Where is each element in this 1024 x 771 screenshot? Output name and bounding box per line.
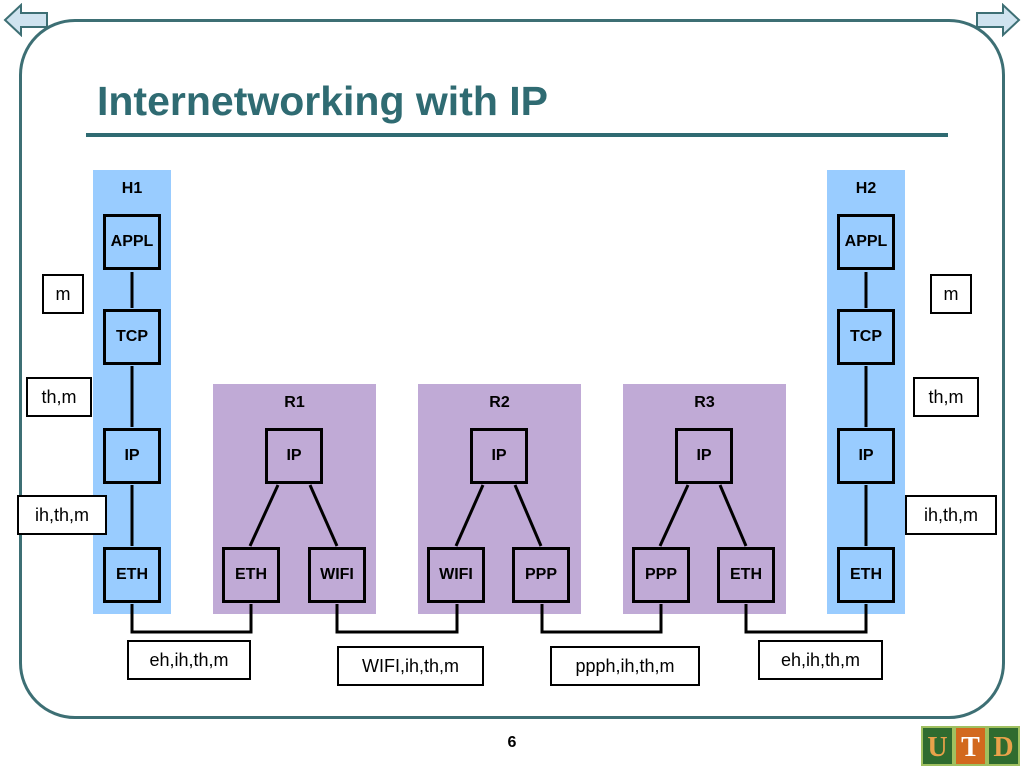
utd-logo: U T D bbox=[921, 726, 1021, 766]
h1-ip-layer: IP bbox=[103, 428, 161, 484]
h1-tcp-layer: TCP bbox=[103, 309, 161, 365]
h1-app-header-box: m bbox=[42, 274, 84, 314]
h2-appl-layer: APPL bbox=[837, 214, 895, 270]
host-h2-label: H2 bbox=[855, 180, 877, 197]
logo-letter-u: U bbox=[927, 732, 947, 763]
r2-ip-layer: IP bbox=[470, 428, 528, 484]
h2-tcp-layer: TCP bbox=[837, 309, 895, 365]
title-underline bbox=[86, 133, 948, 137]
h2-ip-header-box: ih,th,m bbox=[905, 495, 997, 535]
r3-ip-layer: IP bbox=[675, 428, 733, 484]
link1-header-box: eh,ih,th,m bbox=[127, 640, 251, 680]
h2-ip-layer: IP bbox=[837, 428, 895, 484]
h2-app-header-box: m bbox=[930, 274, 972, 314]
r3-ppp-interface: PPP bbox=[632, 547, 690, 603]
h1-appl-layer: APPL bbox=[103, 214, 161, 270]
router-r2-label: R2 bbox=[489, 394, 510, 411]
h1-eth-layer: ETH bbox=[103, 547, 161, 603]
router-r1-label: R1 bbox=[284, 394, 305, 411]
h1-tcp-header-box: th,m bbox=[26, 377, 92, 417]
slide-title: Internetworking with IP bbox=[97, 78, 549, 124]
r1-eth-interface: ETH bbox=[222, 547, 280, 603]
arrow-right-icon[interactable] bbox=[975, 3, 1021, 37]
arrow-left-icon[interactable] bbox=[3, 3, 49, 37]
link2-header-box: WIFI,ih,th,m bbox=[337, 646, 484, 686]
h1-ip-header-box: ih,th,m bbox=[17, 495, 107, 535]
link4-header-box: eh,ih,th,m bbox=[758, 640, 883, 680]
h2-tcp-header-box: th,m bbox=[913, 377, 979, 417]
h2-eth-layer: ETH bbox=[837, 547, 895, 603]
host-h1-label: H1 bbox=[121, 180, 143, 197]
r1-ip-layer: IP bbox=[265, 428, 323, 484]
router-r3-label: R3 bbox=[694, 394, 715, 411]
utd-logo-graphic: U T D bbox=[921, 726, 1020, 766]
logo-letter-d: D bbox=[993, 732, 1013, 763]
r2-wifi-interface: WIFI bbox=[427, 547, 485, 603]
r1-wifi-interface: WIFI bbox=[308, 547, 366, 603]
r3-eth-interface: ETH bbox=[717, 547, 775, 603]
link3-header-box: ppph,ih,th,m bbox=[550, 646, 700, 686]
r2-ppp-interface: PPP bbox=[512, 547, 570, 603]
slide-frame bbox=[19, 19, 1005, 719]
page-number: 6 bbox=[507, 734, 517, 751]
logo-letter-t: T bbox=[961, 732, 980, 763]
